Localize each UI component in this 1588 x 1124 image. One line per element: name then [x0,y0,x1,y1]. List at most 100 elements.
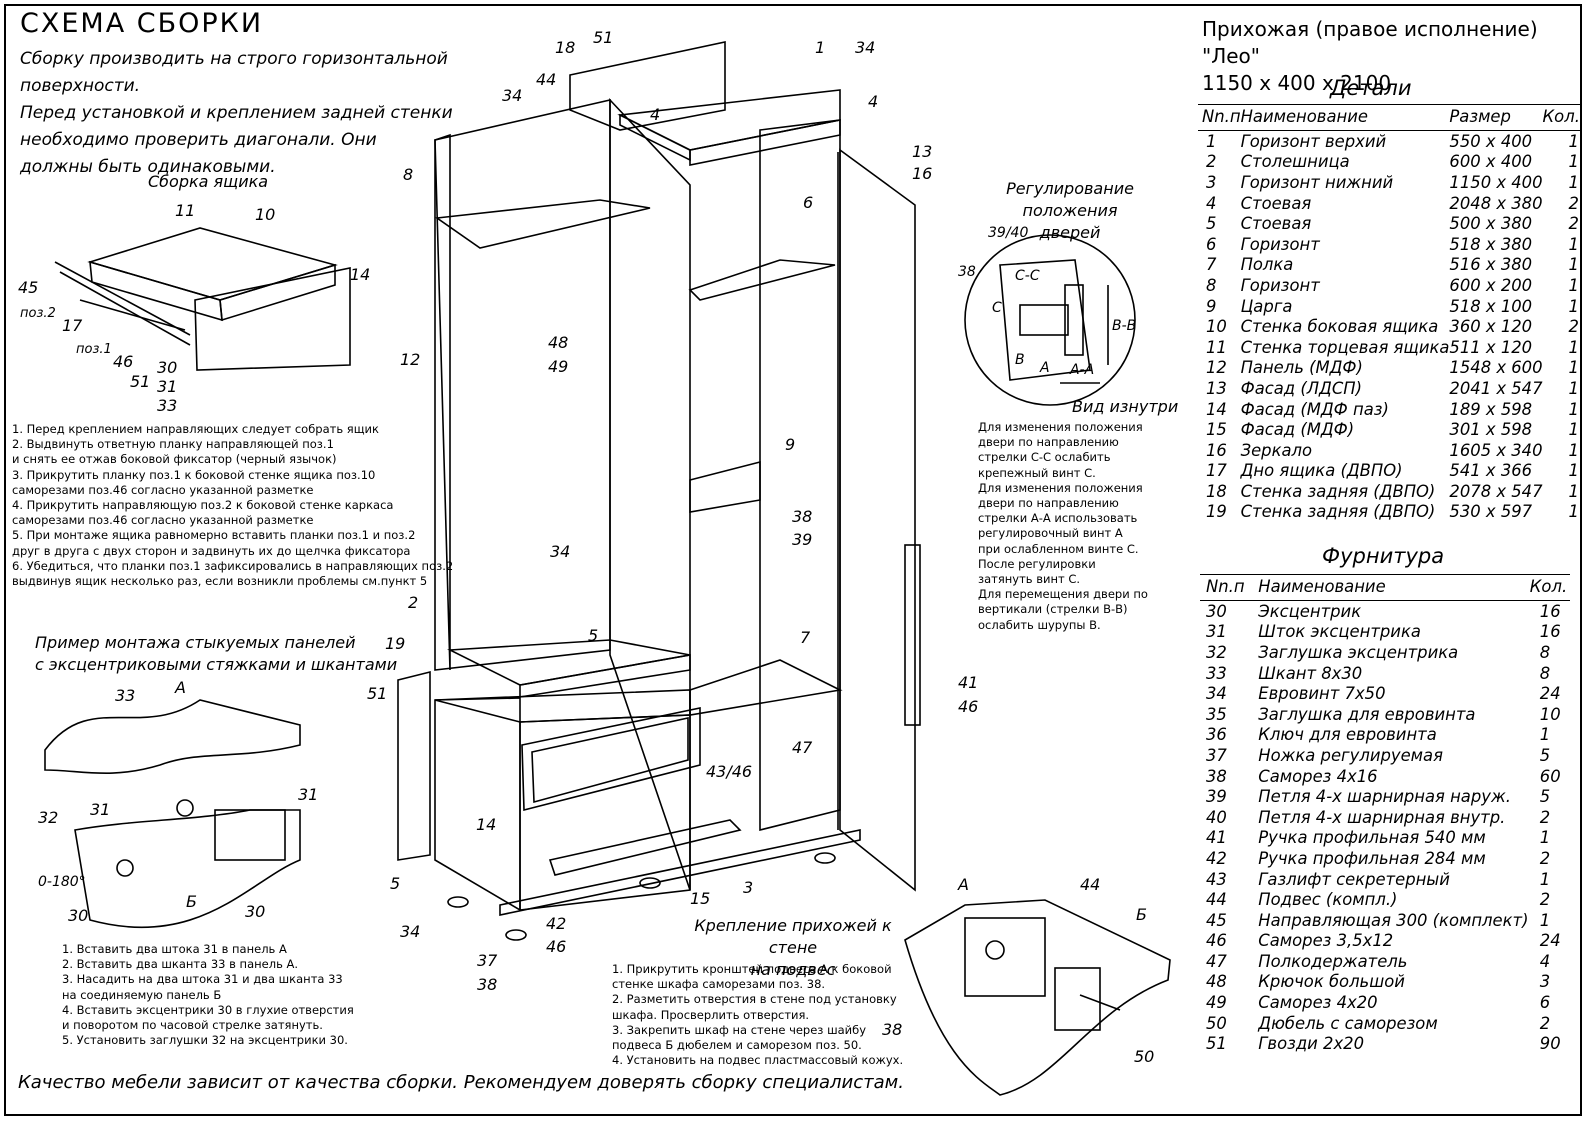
step: 3. Прикрутить планку поз.1 к боковой сте… [12,467,376,482]
door-label: В [1015,352,1025,368]
table-cell: 1 [1539,725,1551,745]
doors-title-line: Регулирование [1006,179,1134,198]
step: и поворотом по часовой стрелке затянуть. [62,1018,323,1033]
table-cell: Полкодержатель [1258,951,1408,971]
step: 6. Убедиться, что планки поз.1 зафиксиро… [12,558,454,573]
doors-line: регулировочный винт А [978,526,1123,541]
table-cell: 2 [1539,848,1551,868]
doors-line: Для перемещения двери по [978,587,1148,602]
doors-title-line: положения дверей [1022,201,1118,242]
table-cell: Евровинт 7x50 [1258,684,1386,704]
part-label: 34 [502,86,523,105]
drawer-label: 46 [113,352,134,371]
table-cell: Зеркало [1240,440,1313,460]
table-cell: 5 [1539,745,1551,765]
part-label: 6 [803,193,814,212]
table-cell: 518 x 100 [1449,296,1533,316]
step: друг в друга с двух сторон и задвинуть и… [12,543,411,558]
table-cell: 1 [1568,234,1579,254]
table-cell: 31 [1206,622,1227,642]
drawer-label: 33 [157,396,178,415]
table-cell: 1150 x 400 [1449,172,1543,192]
doors-line: стрелки А-А использовать [978,511,1138,526]
table-cell: 8 [1539,663,1551,683]
col-header: Размер [1449,104,1543,131]
table-cell: Горизонт нижний [1240,172,1394,192]
table-cell: 4 [1539,951,1551,971]
table-cell: Стенка торцевая ящика [1240,337,1450,357]
table-cell: Крючок большой [1258,972,1405,992]
doors-line: затянуть винт С. [978,572,1081,587]
step: 4. Вставить эксцентрики 30 в глухие отве… [62,1002,354,1017]
table-cell: 47 [1206,951,1227,971]
drawer-label: 14 [350,265,371,284]
table-cell: Горизонт верхий [1240,131,1387,151]
panel-label: Б [186,892,197,911]
door-label: В-В [1112,318,1137,334]
table-cell: 42 [1206,848,1227,868]
doors-line: стрелки С-С ослабить [978,450,1111,465]
part-label: 5 [390,874,401,893]
part-label: 12 [400,350,421,369]
table-cell: Фасад (МДФ) [1240,420,1355,440]
step: 3. Насадить на два штока 31 и два шканта… [62,972,343,987]
table-cell: Стенка задняя (ДВПО) [1240,502,1436,522]
table-cell: Ручка профильная 284 мм [1258,848,1486,868]
panel-label: 31 [298,785,319,804]
details-title: Детали [1330,76,1412,100]
drawer-label: 10 [255,205,276,224]
intro-line: Перед установкой и креплением задней сте… [20,103,453,123]
panels-title: Пример монтажа стыкуемых панелей с эксце… [35,632,397,676]
col-header: Кол. [1529,574,1570,601]
col-header: Наименование [1258,574,1530,601]
intro-line: должны быть одинаковыми. [20,157,276,177]
table-cell: Дно ящика (ДВПО) [1240,461,1403,481]
table-cell: 12 [1206,358,1227,378]
table-cell: 19 [1206,502,1227,522]
doors-line: двери по направлению [978,435,1119,450]
table-cell: 17 [1206,461,1227,481]
wall-mount-title-line: Крепление прихожей к стене [694,916,892,957]
table-cell: 511 x 120 [1449,337,1533,357]
table-cell: 2041 x 547 [1449,378,1543,398]
product-header: Прихожая (правое исполнение) "Лео" 1150 … [1202,16,1588,97]
part-label: 16 [912,164,933,183]
drawer-label: 11 [175,201,196,220]
drawer-label: 17 [62,316,83,335]
table-cell: 1 [1568,399,1579,419]
table-cell: 3 [1539,972,1551,992]
table-cell: 8 [1539,642,1551,662]
table-cell: 35 [1206,704,1227,724]
doors-line: при ослабленном винте С. [978,541,1139,556]
part-label: 15 [690,889,711,908]
step: 4. Установить на подвес пластмассовый ко… [612,1053,904,1068]
table-cell: Стенка задняя (ДВПО) [1240,481,1436,501]
table-cell: 1 [1568,152,1579,172]
details-header-row: Nn.п Наименование Размер Кол. [1198,104,1580,131]
table-cell: 530 x 597 [1449,502,1533,522]
table-cell: 1548 x 600 [1449,358,1543,378]
table-cell: 500 x 380 [1449,214,1533,234]
drawer-label: 51 [130,372,151,391]
table-cell: 32 [1206,642,1227,662]
table-cell: 46 [1206,931,1227,951]
table-cell: 39 [1206,787,1227,807]
col-header: Nn.п [1198,104,1241,131]
table-cell: Подвес (компл.) [1258,890,1398,910]
table-cell: 2 [1206,152,1217,172]
intro-line: Сборку производить на строго горизонталь… [20,49,448,96]
